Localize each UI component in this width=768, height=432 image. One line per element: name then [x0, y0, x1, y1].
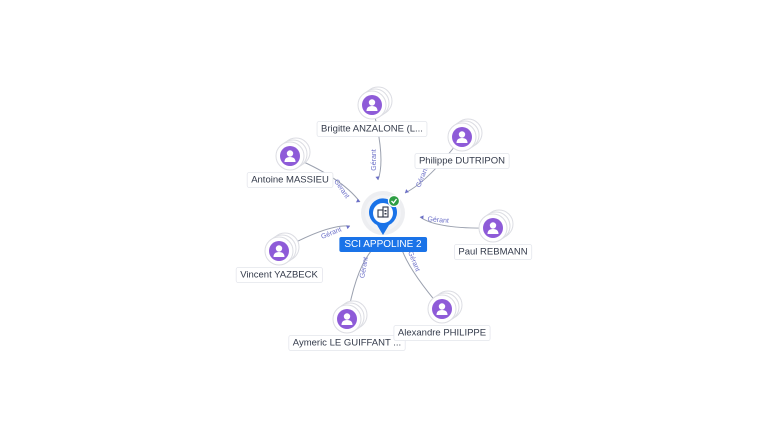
arrow-paul: [420, 215, 424, 220]
center-layer: SCI APPOLINE 2: [339, 191, 428, 252]
company-label: SCI APPOLINE 2: [339, 237, 428, 252]
company-node[interactable]: SCI APPOLINE 2: [339, 191, 428, 252]
arrow-philippe-d: [405, 189, 409, 193]
edge-label-vincent: Gérant: [320, 226, 343, 241]
person-name: Antoine MASSIEU: [251, 175, 329, 186]
arrow-brigitte: [375, 176, 380, 180]
person-label-brigitte: Brigitte ANZALONE (L...: [316, 121, 428, 137]
person-node-antoine[interactable]: Antoine MASSIEU: [246, 137, 334, 188]
person-node-brigitte[interactable]: Brigitte ANZALONE (L...: [316, 86, 428, 137]
person-name: Brigitte ANZALONE (L...: [321, 124, 423, 135]
arrow-vincent: [346, 225, 350, 230]
person-icon: [273, 245, 285, 257]
edge-label-philippe-d: Gérant: [415, 166, 430, 189]
edge-label-brigitte: Gérant: [371, 149, 378, 170]
person-icon: [341, 313, 353, 325]
check-icon: [387, 194, 401, 208]
person-node-philippe-d[interactable]: Philippe DUTRIPON: [414, 118, 510, 169]
person-node-paul[interactable]: Paul REBMANN: [454, 209, 533, 260]
person-name: Vincent YAZBECK: [240, 270, 318, 281]
edge-label-alexandre: Gérant: [406, 250, 421, 273]
person-icon: [487, 222, 499, 234]
edge-label-paul: Gérant: [427, 216, 449, 225]
person-name: Aymeric LE GUIFFANT ...: [293, 338, 401, 349]
person-icon: [436, 303, 448, 315]
person-name: Alexandre PHILIPPE: [398, 328, 486, 339]
person-icon: [284, 150, 296, 162]
person-label-antoine: Antoine MASSIEU: [246, 172, 334, 188]
person-label-alexandre: Alexandre PHILIPPE: [393, 325, 491, 341]
person-icon: [456, 131, 468, 143]
person-node-vincent[interactable]: Vincent YAZBECK: [235, 232, 323, 283]
person-label-paul: Paul REBMANN: [454, 244, 533, 260]
person-name: Paul REBMANN: [458, 247, 527, 258]
person-node-aymeric[interactable]: Aymeric LE GUIFFANT ...: [288, 300, 406, 351]
nodes-layer: Brigitte ANZALONE (L... Philippe DUTRIPON…: [235, 86, 533, 351]
company-name: SCI APPOLINE 2: [344, 239, 422, 250]
person-icon: [366, 99, 378, 111]
person-name: Philippe DUTRIPON: [419, 156, 505, 167]
person-node-alexandre[interactable]: Alexandre PHILIPPE: [393, 290, 491, 341]
person-label-vincent: Vincent YAZBECK: [235, 267, 323, 283]
person-label-aymeric: Aymeric LE GUIFFANT ...: [288, 335, 406, 351]
edge-label-aymeric: Gérant: [359, 257, 370, 279]
person-label-philippe-d: Philippe DUTRIPON: [414, 153, 510, 169]
building-icon: [377, 206, 389, 218]
arrow-antoine: [356, 198, 360, 203]
